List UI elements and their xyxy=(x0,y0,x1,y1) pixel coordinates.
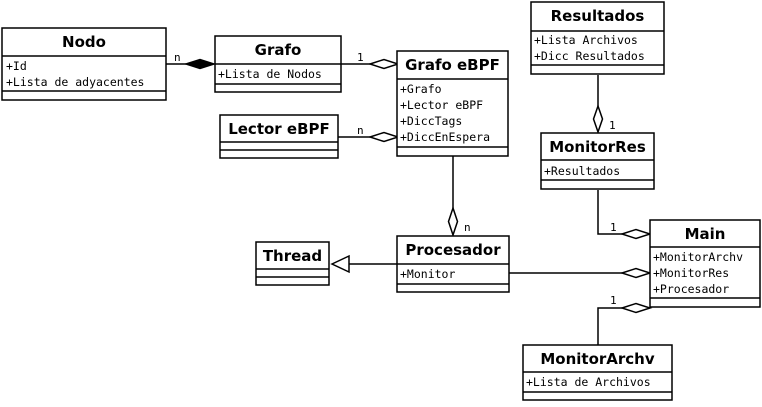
class-nodo-attr-1: +Lista de adyacentes xyxy=(6,75,144,89)
class-monitorres-name: MonitorRes xyxy=(549,138,646,156)
class-procesador[interactable]: Procesador +Monitor xyxy=(396,235,510,293)
class-main-attr-2: +Procesador xyxy=(653,282,729,296)
edge-monitorres-main xyxy=(597,190,622,235)
mult-monitorarchv-main: 1 xyxy=(610,294,617,307)
generalization-arrow-thread xyxy=(330,254,350,274)
aggregation-diamond-grafoebpf-2 xyxy=(367,131,401,143)
class-thread-name: Thread xyxy=(263,247,322,265)
class-nodo[interactable]: Nodo +Id +Lista de adyacentes xyxy=(1,27,167,101)
class-resultados[interactable]: Resultados +Lista Archivos +Dicc Resulta… xyxy=(530,1,665,75)
class-main-attr-1: +MonitorRes xyxy=(653,266,729,280)
class-grafo-ebpf-name: Grafo eBPF xyxy=(405,56,500,74)
class-lector-ebpf-name: Lector eBPF xyxy=(228,120,330,138)
composition-diamond-grafo xyxy=(183,58,217,70)
class-grafo-ebpf-attr-0: +Grafo xyxy=(400,82,442,96)
aggregation-diamond-grafoebpf-1 xyxy=(367,58,401,70)
mult-resultados-monitorres: 1 xyxy=(609,119,616,132)
class-grafo-attr-0: +Lista de Nodos xyxy=(218,67,322,81)
class-grafo-ebpf[interactable]: Grafo eBPF +Grafo +Lector eBPF +DiccTags… xyxy=(396,50,509,157)
aggregation-diamond-main-2 xyxy=(619,267,653,279)
class-main-attr-0: +MonitorArchv xyxy=(653,250,743,264)
aggregation-diamond-main-1 xyxy=(619,228,653,240)
mult-grafo-grafoebpf: 1 xyxy=(357,51,364,64)
class-nodo-attr-0: +Id xyxy=(6,59,27,73)
class-main-name: Main xyxy=(685,225,726,243)
class-grafo-name: Grafo xyxy=(255,41,302,59)
class-monitorarchv-name: MonitorArchv xyxy=(540,350,655,368)
mult-grafoebpf-procesador: n xyxy=(464,221,471,234)
class-grafo[interactable]: Grafo +Lista de Nodos xyxy=(214,35,342,93)
aggregation-diamond-main-3 xyxy=(619,302,653,314)
class-monitorres-attr-0: +Resultados xyxy=(544,164,620,178)
edge-monitorarchv-main xyxy=(597,307,622,345)
class-lector-ebpf[interactable]: Lector eBPF xyxy=(219,114,339,159)
class-resultados-attr-1: +Dicc Resultados xyxy=(534,49,645,63)
class-main[interactable]: Main +MonitorArchv +MonitorRes +Procesad… xyxy=(649,219,761,308)
aggregation-diamond-procesador xyxy=(447,205,459,238)
class-procesador-attr-0: +Monitor xyxy=(400,267,455,281)
class-grafo-ebpf-attr-2: +DiccTags xyxy=(400,114,462,128)
mult-nodo-grafo: n xyxy=(174,51,181,64)
mult-lector-grafoebpf: n xyxy=(357,124,364,137)
class-monitorres[interactable]: MonitorRes +Resultados xyxy=(540,132,655,190)
class-grafo-ebpf-attr-3: +DiccEnEspera xyxy=(400,130,490,144)
class-thread[interactable]: Thread xyxy=(255,241,330,286)
class-nodo-name: Nodo xyxy=(62,33,106,51)
class-resultados-attr-0: +Lista Archivos xyxy=(534,33,638,47)
class-resultados-name: Resultados xyxy=(551,7,645,25)
class-monitorarchv[interactable]: MonitorArchv +Lista de Archivos xyxy=(522,344,673,401)
class-procesador-name: Procesador xyxy=(405,241,501,259)
class-grafo-ebpf-attr-1: +Lector eBPF xyxy=(400,98,483,112)
aggregation-diamond-monitorres xyxy=(592,103,604,135)
class-monitorarchv-attr-0: +Lista de Archivos xyxy=(526,375,651,389)
mult-monitorres-main: 1 xyxy=(610,221,617,234)
